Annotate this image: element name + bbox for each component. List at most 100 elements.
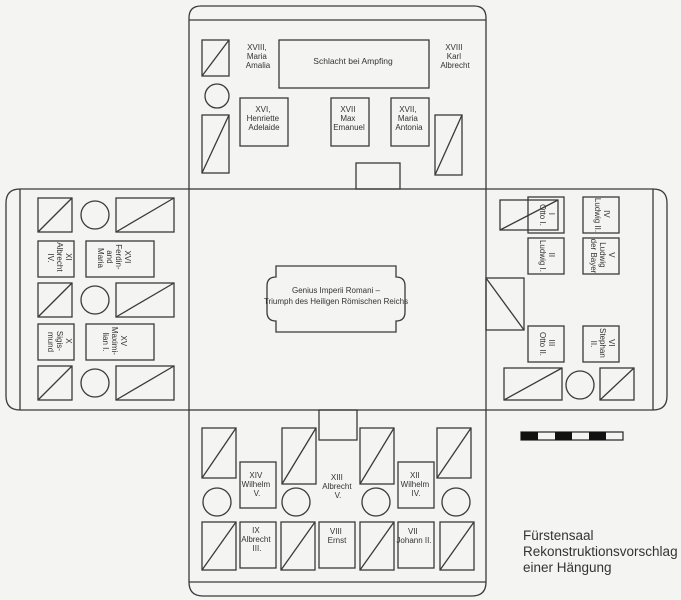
label-max-emanuel: XVII Max Emanuel [333, 105, 365, 132]
painting-frame [434, 114, 463, 176]
portrait-frame [390, 97, 430, 147]
portrait-frame [527, 325, 565, 363]
portrait-frame [527, 237, 565, 275]
portrait-frame [527, 196, 565, 234]
frame-diagonal [115, 282, 175, 318]
medallion [565, 370, 595, 400]
label-sigismund: X Sigis- mund [46, 331, 73, 353]
label-wilhelm-v: XIV Wilhelm V. [242, 471, 273, 498]
painting-frame [37, 282, 73, 318]
wall-top-wing [188, 5, 487, 189]
painting-frame [281, 427, 317, 485]
label-ernst: VIII Ernst [328, 527, 347, 545]
frame-diagonal [281, 427, 317, 485]
caption-title: Fürstensaal [523, 528, 594, 543]
wall-right-wing [486, 188, 668, 411]
portrait-frame [37, 323, 75, 361]
label-otto-i: I Otto I. [538, 204, 556, 226]
painting-frame [280, 521, 316, 571]
caption: Fürstensaal Rekonstruktionsvorschlag ein… [523, 528, 678, 576]
frame-diagonal [115, 365, 175, 401]
frame-diagonal [599, 367, 635, 401]
label-karl-albrecht: XVIII Karl Albrecht [440, 43, 470, 70]
frame-diagonal [436, 427, 472, 479]
portrait-frame [330, 97, 370, 147]
wall-bottom-wing [188, 410, 487, 597]
frame-diagonal [499, 199, 559, 231]
medallion [281, 487, 311, 517]
medallion [361, 487, 391, 517]
painting-frame [201, 39, 230, 77]
label-albrecht-iv: XI Albrecht IV. [46, 242, 73, 274]
scale-bar [520, 431, 624, 441]
center-title: Genius Imperii Romani – [292, 286, 381, 295]
frame-diagonal [280, 521, 316, 571]
painting-frame [485, 277, 525, 331]
caption-line2: Rekonstruktionsvorschlag [523, 544, 678, 559]
label-ludwig-der-bayer: V Ludwig der Bayer [589, 239, 616, 274]
frame-diagonal [37, 197, 73, 233]
label-maximilian-i: XV Maximi- lian I. [101, 327, 128, 357]
portrait-frame [239, 97, 289, 147]
label-ludwig-ii: IV Ludwig II. [593, 198, 611, 232]
painting-frame [201, 114, 230, 174]
frame-diagonal [201, 521, 237, 571]
frame-diagonal [485, 277, 525, 331]
portrait-frame [397, 521, 435, 569]
label-stephan-ii: VI Stephan II. [589, 328, 616, 360]
frame-diagonal [201, 114, 230, 174]
medallion [441, 487, 471, 517]
painting-frame [201, 521, 237, 571]
frame-diagonal [359, 427, 395, 485]
label-wilhelm-iv: XII Wilhelm IV. [401, 471, 432, 498]
medallion [204, 83, 230, 109]
label-maria-amalia: XVIII, Maria Amalia [246, 43, 271, 70]
painting-frame [37, 365, 73, 401]
painting-frame [201, 427, 237, 479]
frame-diagonal [201, 39, 230, 77]
label-johann-ii: VII Johann II. [396, 527, 431, 545]
portrait-frame [278, 39, 430, 89]
portrait-frame [37, 240, 75, 278]
painting-frame [37, 197, 73, 233]
painting-frame [115, 365, 175, 401]
caption-line3: einer Hängung [523, 560, 612, 575]
medallion [202, 487, 232, 517]
painting-frame [503, 367, 563, 401]
medallion [80, 200, 110, 230]
portrait-frame [239, 461, 277, 509]
painting-frame [359, 427, 395, 485]
medallion [80, 368, 110, 398]
frame-diagonal [359, 521, 395, 571]
label-maria-antonia: XVII, Maria Antonia [395, 105, 423, 132]
frame-diagonal [37, 282, 73, 318]
frame-diagonal [439, 521, 475, 571]
label-ferdinand-maria: XVI Ferdin- and Maria [96, 244, 132, 272]
center-subtitle: Triumph des Heiligen Römischen Reichs [264, 297, 408, 306]
painting-frame [499, 199, 559, 231]
painting-frame [359, 521, 395, 571]
portrait-frame [239, 521, 277, 569]
battle-label: Schlacht bei Ampfing [313, 56, 393, 66]
doorway [318, 409, 358, 441]
doorway [355, 162, 401, 190]
painting-frame [115, 197, 175, 233]
painting-frame [436, 427, 472, 479]
painting-frame [439, 521, 475, 571]
frame-diagonal [201, 427, 237, 479]
portrait-frame [582, 196, 620, 234]
label-ludwig-i: II Ludwig I. [538, 240, 556, 272]
frame-diagonal [37, 365, 73, 401]
label-albrecht-v: XIII Albrecht V. [322, 473, 354, 500]
portrait-frame [85, 323, 155, 361]
central-cartouche [266, 265, 406, 333]
painting-frame [115, 282, 175, 318]
label-albrecht-iii: IX Albrecht III. [241, 526, 273, 553]
painting-frame [599, 367, 635, 401]
portrait-frame [397, 461, 435, 509]
portrait-frame [582, 237, 620, 275]
frame-diagonal [434, 114, 463, 176]
label-otto-ii: III Otto II. [538, 332, 556, 356]
frame-diagonal [115, 197, 175, 233]
